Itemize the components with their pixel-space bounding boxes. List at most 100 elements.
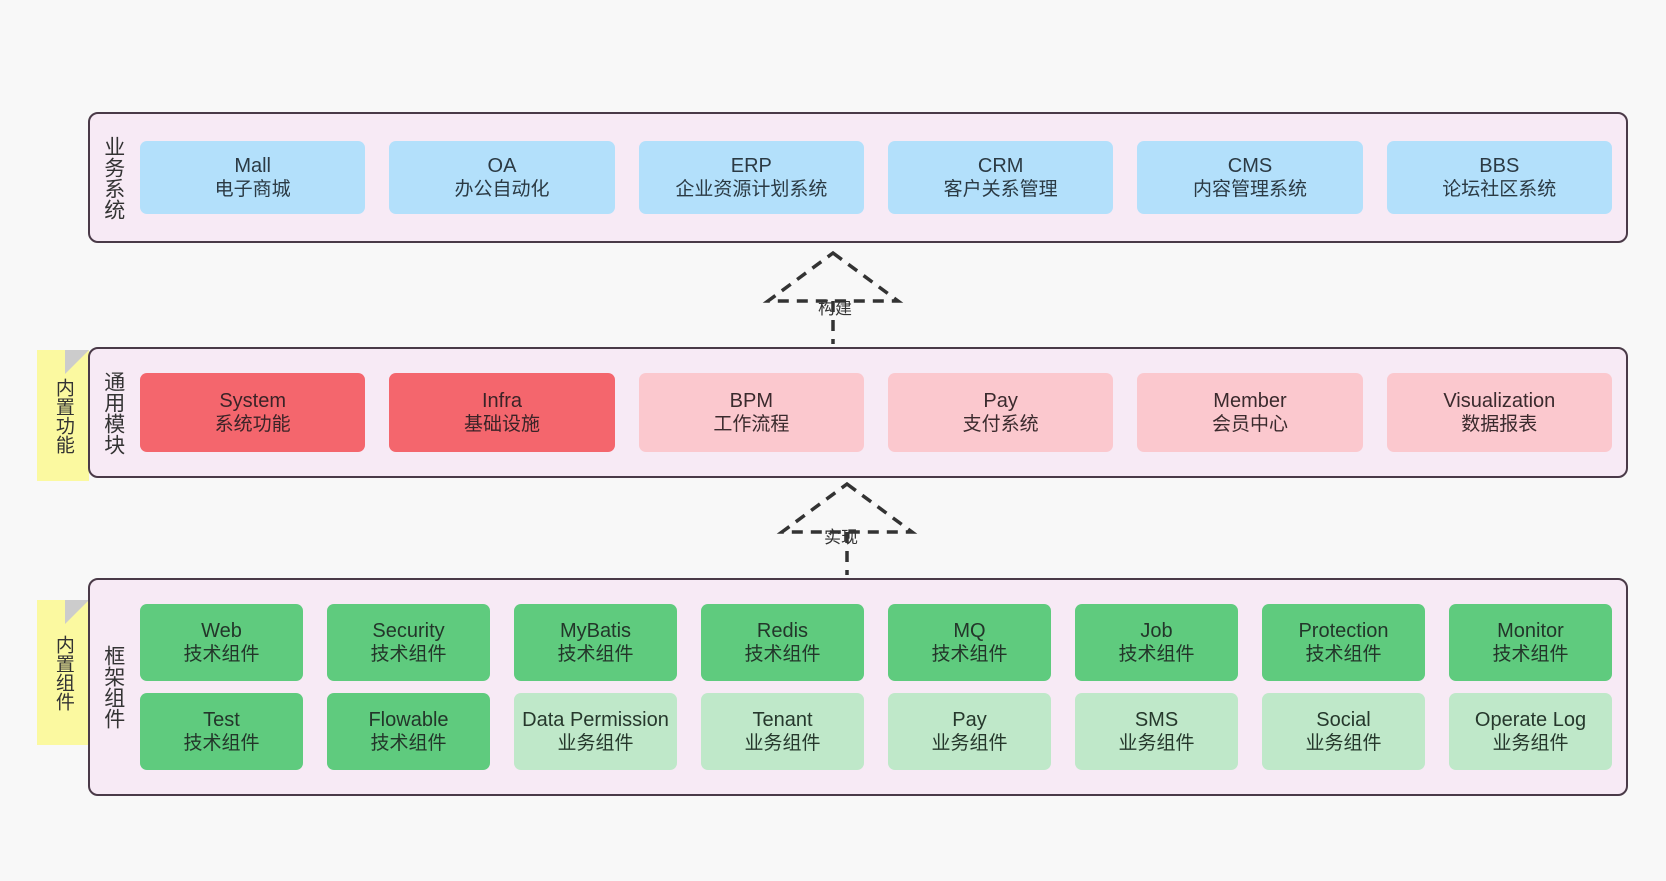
node-title: Job bbox=[1140, 619, 1173, 642]
node-title: System bbox=[219, 389, 286, 412]
layer-row: Test 技术组件 Flowable 技术组件 Data Permission … bbox=[140, 693, 1612, 770]
sticky-note-builtin-functions: 内置功能 bbox=[37, 350, 89, 481]
layer-label-common-modules: 通用模块 bbox=[101, 370, 125, 455]
layer-row: Mall 电子商城 OA 办公自动化 ERP 企业资源计划系统 CRM 客户关系… bbox=[140, 141, 1612, 214]
node-subtitle: 客户关系管理 bbox=[943, 179, 1058, 201]
connector-label-implement: 实现 bbox=[824, 528, 858, 547]
node-title: Social bbox=[1316, 708, 1371, 731]
node-subtitle: 企业资源计划系统 bbox=[675, 179, 828, 201]
node-protection[interactable]: Protection 技术组件 bbox=[1262, 604, 1425, 681]
layer-row: Web 技术组件 Security 技术组件 MyBatis 技术组件 Redi… bbox=[140, 604, 1612, 681]
layer-framework-components: 框架组件 Web 技术组件 Security 技术组件 MyBatis 技术组件… bbox=[88, 578, 1628, 796]
node-title: Redis bbox=[756, 619, 809, 642]
node-subtitle: 数据报表 bbox=[1461, 414, 1538, 436]
node-subtitle: 技术组件 bbox=[183, 733, 260, 755]
layer-body-framework-components: Web 技术组件 Security 技术组件 MyBatis 技术组件 Redi… bbox=[136, 580, 1626, 794]
layer-body-business-systems: Mall 电子商城 OA 办公自动化 ERP 企业资源计划系统 CRM 客户关系… bbox=[136, 114, 1626, 241]
node-subtitle: 技术组件 bbox=[1305, 644, 1382, 666]
node-title: Security bbox=[372, 619, 445, 642]
layer-business-systems: 业务系统 Mall 电子商城 OA 办公自动化 ERP 企业资源计划系统 CRM… bbox=[88, 112, 1628, 243]
node-erp[interactable]: ERP 企业资源计划系统 bbox=[638, 141, 864, 214]
node-title: Protection bbox=[1298, 619, 1389, 642]
node-subtitle: 基础设施 bbox=[463, 414, 540, 436]
node-flowable[interactable]: Flowable 技术组件 bbox=[327, 693, 490, 770]
node-title: Flowable bbox=[368, 708, 449, 731]
node-title: Mall bbox=[234, 154, 271, 177]
sticky-note-label: 内置功能 bbox=[52, 377, 74, 454]
node-subtitle: 业务组件 bbox=[1118, 733, 1195, 755]
node-subtitle: 会员中心 bbox=[1211, 414, 1288, 436]
node-infra[interactable]: Infra 基础设施 bbox=[389, 373, 615, 452]
connector-implement-arrow bbox=[776, 481, 918, 575]
node-web[interactable]: Web 技术组件 bbox=[140, 604, 303, 681]
node-subtitle: 技术组件 bbox=[1118, 644, 1195, 666]
node-title: MyBatis bbox=[559, 619, 632, 642]
node-title: Web bbox=[201, 619, 242, 642]
node-mq[interactable]: MQ 技术组件 bbox=[888, 604, 1051, 681]
node-title: Member bbox=[1213, 389, 1287, 412]
node-pay-module[interactable]: Pay 支付系统 bbox=[887, 373, 1114, 452]
node-subtitle: 系统功能 bbox=[214, 414, 291, 436]
node-subtitle: 业务组件 bbox=[744, 733, 821, 755]
node-subtitle: 业务组件 bbox=[1305, 733, 1382, 755]
node-title: CRM bbox=[977, 154, 1024, 177]
layer-common-modules: 通用模块 System 系统功能 Infra 基础设施 BPM 工作流程 Pay… bbox=[88, 347, 1628, 478]
node-title: BPM bbox=[729, 389, 773, 412]
node-security[interactable]: Security 技术组件 bbox=[327, 604, 490, 681]
connector-label-build: 构建 bbox=[818, 299, 852, 318]
node-subtitle: 技术组件 bbox=[557, 644, 634, 666]
node-title: OA bbox=[487, 154, 517, 177]
sticky-note-builtin-components: 内置组件 bbox=[37, 600, 89, 745]
layer-label-framework-components: 框架组件 bbox=[101, 645, 125, 729]
node-title: Test bbox=[203, 708, 240, 731]
node-title: Visualization bbox=[1443, 389, 1556, 412]
node-monitor[interactable]: Monitor 技术组件 bbox=[1449, 604, 1612, 681]
layer-label-business-systems: 业务系统 bbox=[101, 135, 125, 220]
node-title: Data Permission bbox=[522, 708, 669, 731]
node-subtitle: 内容管理系统 bbox=[1192, 179, 1307, 201]
node-sms[interactable]: SMS 业务组件 bbox=[1075, 693, 1238, 770]
node-subtitle: 技术组件 bbox=[370, 644, 447, 666]
node-subtitle: 支付系统 bbox=[962, 414, 1039, 436]
node-subtitle: 业务组件 bbox=[1492, 733, 1569, 755]
node-operate-log[interactable]: Operate Log 业务组件 bbox=[1449, 693, 1612, 770]
node-subtitle: 技术组件 bbox=[1492, 644, 1569, 666]
node-social[interactable]: Social 业务组件 bbox=[1262, 693, 1425, 770]
node-pay-component[interactable]: Pay 业务组件 bbox=[888, 693, 1051, 770]
node-system[interactable]: System 系统功能 bbox=[140, 373, 366, 452]
node-oa[interactable]: OA 办公自动化 bbox=[389, 141, 615, 214]
node-subtitle: 技术组件 bbox=[183, 644, 260, 666]
node-title: BBS bbox=[1479, 154, 1520, 177]
node-job[interactable]: Job 技术组件 bbox=[1075, 604, 1238, 681]
node-subtitle: 办公自动化 bbox=[454, 179, 550, 201]
node-crm[interactable]: CRM 客户关系管理 bbox=[887, 141, 1114, 214]
node-member[interactable]: Member 会员中心 bbox=[1137, 373, 1363, 452]
node-title: Pay bbox=[983, 389, 1018, 412]
node-title: SMS bbox=[1134, 708, 1179, 731]
node-tenant[interactable]: Tenant 业务组件 bbox=[701, 693, 864, 770]
node-subtitle: 技术组件 bbox=[744, 644, 821, 666]
node-cms[interactable]: CMS 内容管理系统 bbox=[1137, 141, 1363, 214]
node-subtitle: 论坛社区系统 bbox=[1442, 179, 1557, 201]
node-visualization[interactable]: Visualization 数据报表 bbox=[1386, 373, 1612, 452]
node-redis[interactable]: Redis 技术组件 bbox=[701, 604, 864, 681]
node-title: CMS bbox=[1227, 154, 1273, 177]
node-bpm[interactable]: BPM 工作流程 bbox=[638, 373, 864, 452]
node-test[interactable]: Test 技术组件 bbox=[140, 693, 303, 770]
node-data-permission[interactable]: Data Permission 业务组件 bbox=[514, 693, 677, 770]
node-title: Infra bbox=[481, 389, 522, 412]
node-title: Monitor bbox=[1497, 619, 1564, 642]
node-title: Operate Log bbox=[1474, 708, 1587, 731]
node-subtitle: 电子商城 bbox=[214, 179, 291, 201]
node-title: MQ bbox=[953, 619, 986, 642]
node-title: ERP bbox=[730, 154, 772, 177]
node-bbs[interactable]: BBS 论坛社区系统 bbox=[1386, 141, 1612, 214]
layer-body-common-modules: System 系统功能 Infra 基础设施 BPM 工作流程 Pay 支付系统… bbox=[136, 349, 1626, 476]
node-mall[interactable]: Mall 电子商城 bbox=[140, 141, 366, 214]
node-subtitle: 工作流程 bbox=[713, 414, 790, 436]
node-mybatis[interactable]: MyBatis 技术组件 bbox=[514, 604, 677, 681]
layer-row: System 系统功能 Infra 基础设施 BPM 工作流程 Pay 支付系统… bbox=[140, 373, 1612, 452]
sticky-note-label: 内置组件 bbox=[52, 634, 74, 711]
node-title: Pay bbox=[952, 708, 987, 731]
